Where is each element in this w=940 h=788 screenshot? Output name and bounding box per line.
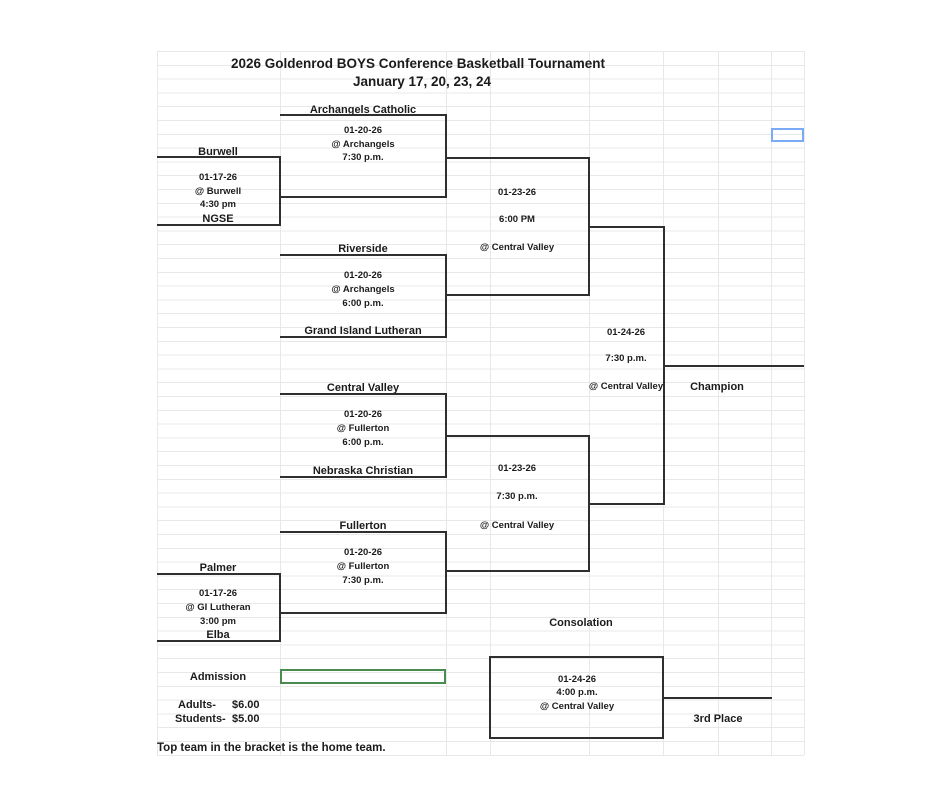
- team-label: Burwell: [198, 146, 238, 158]
- grid-column-line: [589, 51, 590, 755]
- bracket-line: [446, 570, 589, 572]
- bracket-line: [446, 157, 589, 159]
- grid-column-line: [804, 51, 805, 755]
- game-location: @ Burwell: [194, 186, 242, 197]
- admission-row-label: Adults-: [178, 699, 216, 711]
- team-label: Palmer: [199, 562, 237, 574]
- green-selection-cell[interactable]: [280, 669, 446, 684]
- bracket-line: [589, 503, 665, 505]
- game-location: @ Central Valley: [479, 520, 555, 531]
- game-time: 7:30 p.m.: [496, 491, 538, 502]
- bracket-line: [280, 393, 446, 395]
- game-date: 01-23-26: [497, 463, 537, 474]
- game-location: @ GI Lutheran: [185, 602, 251, 613]
- bracket-line: [157, 573, 280, 575]
- admission-heading: Admission: [189, 671, 247, 683]
- team-label: Riverside: [338, 243, 388, 255]
- bracket-line: [489, 656, 491, 739]
- game-time: 4:00 p.m.: [556, 687, 598, 698]
- bracket-line: [279, 156, 281, 226]
- tournament-dates: January 17, 20, 23, 24: [352, 74, 492, 89]
- game-date: 01-23-26: [497, 187, 537, 198]
- bracket-line: [490, 737, 664, 739]
- bracket-line: [157, 156, 280, 158]
- third-place-label: 3rd Place: [693, 713, 743, 725]
- bracket-line: [589, 226, 665, 228]
- game-time: 4:30 pm: [200, 199, 236, 210]
- bracket-line: [445, 114, 447, 198]
- bracket-line: [280, 476, 446, 478]
- game-date: 01-20-26: [343, 409, 383, 420]
- bracket-line: [490, 656, 664, 658]
- game-location: @ Archangels: [331, 139, 395, 150]
- blue-selection-cell[interactable]: [771, 128, 804, 142]
- tournament-title: 2026 Goldenrod BOYS Conference Basketbal…: [230, 56, 606, 71]
- team-label: Central Valley: [326, 382, 400, 394]
- game-date: 01-20-26: [343, 547, 383, 558]
- team-label: Archangels Catholic: [309, 104, 417, 116]
- game-time: 7:30 p.m.: [342, 575, 384, 586]
- consolation-heading: Consolation: [549, 617, 613, 629]
- game-location: @ Central Valley: [539, 701, 615, 712]
- admission-row-price: $5.00: [232, 713, 260, 725]
- game-date: 01-20-26: [343, 270, 383, 281]
- game-location: @ Central Valley: [479, 242, 555, 253]
- bracket-line: [446, 435, 589, 437]
- team-label: Grand Island Lutheran: [304, 325, 422, 337]
- game-time: 6:00 p.m.: [342, 298, 384, 309]
- bracket-line: [280, 336, 446, 338]
- grid-column-line: [280, 51, 281, 755]
- footnote: Top team in the bracket is the home team…: [157, 742, 386, 754]
- bracket-line: [280, 531, 446, 533]
- game-location: @ Archangels: [331, 284, 395, 295]
- game-date: 01-17-26: [198, 588, 238, 599]
- grid-column-line: [157, 51, 158, 755]
- game-date: 01-20-26: [343, 125, 383, 136]
- game-time: 3:00 pm: [200, 616, 236, 627]
- bracket-line: [445, 531, 447, 614]
- game-date: 01-24-26: [557, 674, 597, 685]
- bracket-line: [445, 254, 447, 338]
- team-label: Fullerton: [339, 520, 387, 532]
- game-location: @ Fullerton: [336, 423, 390, 434]
- admission-row-label: Students-: [175, 713, 226, 725]
- game-location: @ Central Valley: [588, 381, 664, 392]
- grid-column-line: [718, 51, 719, 755]
- admission-row-price: $6.00: [232, 699, 260, 711]
- bracket-line-champion: [664, 365, 804, 367]
- bracket-line: [280, 612, 447, 614]
- bracket-line: [280, 114, 446, 116]
- bracket-line-third-place: [664, 697, 772, 699]
- game-location: @ Fullerton: [336, 561, 390, 572]
- game-time: 7:30 p.m.: [342, 152, 384, 163]
- bracket-line: [279, 573, 281, 642]
- bracket-line: [446, 294, 589, 296]
- champion-label: Champion: [690, 381, 744, 393]
- game-date: 01-24-26: [606, 327, 646, 338]
- bracket-line: [662, 656, 664, 739]
- game-time: 7:30 p.m.: [605, 353, 647, 364]
- grid-row-lines: [157, 51, 804, 756]
- bracket-line: [280, 196, 447, 198]
- bracket-line: [157, 224, 280, 226]
- grid-column-line: [771, 51, 772, 755]
- game-time: 6:00 PM: [499, 214, 535, 225]
- game-date: 01-17-26: [198, 172, 238, 183]
- team-label: Elba: [206, 629, 230, 641]
- game-time: 6:00 p.m.: [342, 437, 384, 448]
- grid-column-line: [490, 51, 491, 755]
- team-label: Nebraska Christian: [312, 465, 414, 477]
- bracket-line: [157, 640, 280, 642]
- bracket-line: [280, 254, 446, 256]
- team-label: NGSE: [202, 213, 234, 225]
